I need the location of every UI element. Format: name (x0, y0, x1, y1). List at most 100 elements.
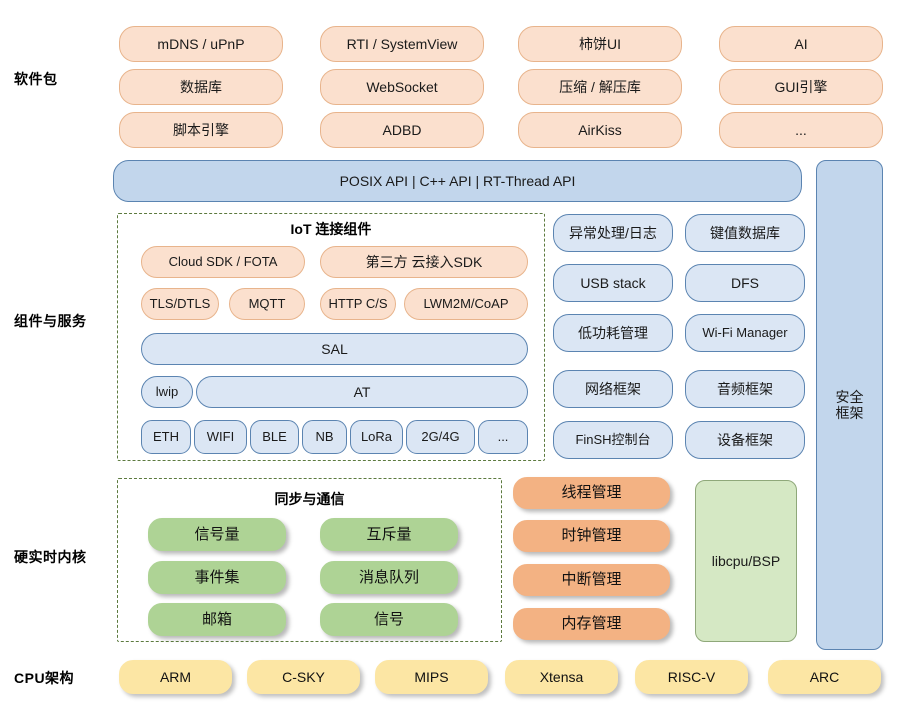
component-label: 异常处理/日志 (569, 224, 657, 241)
iot-box-label: WIFI (206, 428, 235, 444)
component-box[interactable]: FinSH控制台 (553, 421, 673, 459)
component-box[interactable]: 异常处理/日志 (553, 214, 673, 252)
kernel-sync-box[interactable]: 事件集 (148, 561, 286, 594)
kernel-sync-label: 邮箱 (201, 610, 232, 628)
package-label: 柿饼UI (579, 35, 621, 52)
security-framework-box[interactable]: 安全 框架 (816, 160, 883, 650)
kernel-manager-label: 内存管理 (561, 615, 622, 633)
iot-link-box[interactable]: NB (302, 420, 347, 454)
iot-box-label: LWM2M/CoAP (423, 295, 509, 311)
package-label: AI (794, 35, 808, 52)
iot-link-box[interactable]: LoRa (350, 420, 403, 454)
iot-box-label: ... (497, 428, 509, 444)
kernel-sync-label: 事件集 (194, 568, 240, 586)
iot-third-party-sdk-box[interactable]: 第三方 云接入SDK (320, 246, 528, 278)
iot-box-label: ETH (153, 428, 179, 444)
component-label: 网络框架 (585, 380, 641, 397)
component-box[interactable]: 音频框架 (685, 370, 805, 408)
package-label: WebSocket (366, 78, 438, 95)
iot-proto-box[interactable]: HTTP C/S (320, 288, 396, 320)
kernel-sync-box[interactable]: 消息队列 (320, 561, 458, 594)
cpu-arch-box[interactable]: ARM (119, 660, 232, 694)
kernel-manager-label: 中断管理 (561, 571, 622, 589)
package-box[interactable]: AI (719, 26, 883, 62)
iot-at-box[interactable]: AT (196, 376, 528, 408)
kernel-manager-box[interactable]: 中断管理 (513, 564, 670, 596)
package-box[interactable]: 柿饼UI (518, 26, 682, 62)
component-box[interactable]: 网络框架 (553, 370, 673, 408)
component-label: 键值数据库 (710, 224, 780, 241)
iot-box-label: 2G/4G (421, 428, 460, 444)
cpu-arch-box[interactable]: C-SKY (247, 660, 360, 694)
iot-box-label: HTTP C/S (328, 295, 388, 311)
api-bar[interactable]: POSIX API | C++ API | RT-Thread API (113, 160, 802, 202)
package-label: ADBD (382, 121, 422, 138)
package-box[interactable]: 压缩 / 解压库 (518, 69, 682, 105)
package-box[interactable]: mDNS / uPnP (119, 26, 283, 62)
api-bar-label: POSIX API | C++ API | RT-Thread API (339, 172, 576, 189)
package-box[interactable]: 数据库 (119, 69, 283, 105)
kernel-sync-box[interactable]: 信号量 (148, 518, 286, 551)
iot-box-label: AT (353, 383, 371, 400)
component-label: USB stack (580, 274, 646, 291)
section-label-text: 组件与服务 (14, 313, 87, 329)
cpu-arch-box[interactable]: Xtensa (505, 660, 618, 694)
component-box[interactable]: 设备框架 (685, 421, 805, 459)
iot-cloud-sdk-box[interactable]: Cloud SDK / FOTA (141, 246, 305, 278)
component-box[interactable]: 低功耗管理 (553, 314, 673, 352)
package-box[interactable]: WebSocket (320, 69, 484, 105)
iot-link-box[interactable]: BLE (250, 420, 299, 454)
package-label: AirKiss (578, 121, 622, 138)
component-label: 低功耗管理 (578, 324, 648, 341)
cpu-arch-label: MIPS (414, 668, 449, 685)
cpu-arch-box[interactable]: RISC-V (635, 660, 748, 694)
iot-lwip-box[interactable]: lwip (141, 376, 193, 408)
package-label: GUI引擎 (774, 78, 828, 95)
component-label: FinSH控制台 (575, 431, 651, 447)
iot-box-label: SAL (321, 340, 348, 357)
security-framework-line1: 安全 (835, 388, 864, 405)
cpu-arch-box[interactable]: MIPS (375, 660, 488, 694)
iot-link-box[interactable]: ETH (141, 420, 191, 454)
component-box[interactable]: 键值数据库 (685, 214, 805, 252)
kernel-manager-box[interactable]: 时钟管理 (513, 520, 670, 552)
sync-comm-title: 同步与通信 (117, 489, 502, 509)
iot-link-box[interactable]: WIFI (194, 420, 247, 454)
section-label-text: 软件包 (14, 71, 58, 87)
iot-proto-box[interactable]: LWM2M/CoAP (404, 288, 528, 320)
kernel-sync-box[interactable]: 信号 (320, 603, 458, 636)
kernel-sync-box[interactable]: 邮箱 (148, 603, 286, 636)
package-label: ... (795, 121, 807, 138)
kernel-manager-label: 时钟管理 (561, 527, 622, 545)
package-box[interactable]: ADBD (320, 112, 484, 148)
kernel-manager-box[interactable]: 线程管理 (513, 477, 670, 509)
security-framework-line2: 框架 (835, 405, 864, 421)
section-label-text: CPU架构 (14, 670, 75, 686)
libcpu-bsp-box[interactable]: libcpu/BSP (695, 480, 797, 642)
cpu-arch-box[interactable]: ARC (768, 660, 881, 694)
iot-proto-box[interactable]: TLS/DTLS (141, 288, 219, 320)
package-box[interactable]: RTI / SystemView (320, 26, 484, 62)
iot-sal-box[interactable]: SAL (141, 333, 528, 365)
kernel-sync-box[interactable]: 互斥量 (320, 518, 458, 551)
component-box[interactable]: DFS (685, 264, 805, 302)
iot-link-box[interactable]: 2G/4G (406, 420, 475, 454)
kernel-manager-box[interactable]: 内存管理 (513, 608, 670, 640)
package-box[interactable]: ... (719, 112, 883, 148)
cpu-arch-label: C-SKY (282, 668, 325, 685)
section-label-cpu-arch: CPU架构 (14, 667, 114, 689)
package-label: RTI / SystemView (346, 35, 458, 52)
package-box[interactable]: 脚本引擎 (119, 112, 283, 148)
component-box[interactable]: Wi-Fi Manager (685, 314, 805, 352)
iot-group-title-text: IoT 连接组件 (290, 221, 372, 237)
component-box[interactable]: USB stack (553, 264, 673, 302)
iot-box-label: lwip (155, 383, 179, 399)
iot-proto-box[interactable]: MQTT (229, 288, 305, 320)
component-label: Wi-Fi Manager (702, 324, 788, 340)
section-label-components-services: 组件与服务 (14, 310, 124, 332)
iot-link-box[interactable]: ... (478, 420, 528, 454)
package-box[interactable]: AirKiss (518, 112, 682, 148)
cpu-arch-label: ARM (159, 668, 192, 685)
package-box[interactable]: GUI引擎 (719, 69, 883, 105)
